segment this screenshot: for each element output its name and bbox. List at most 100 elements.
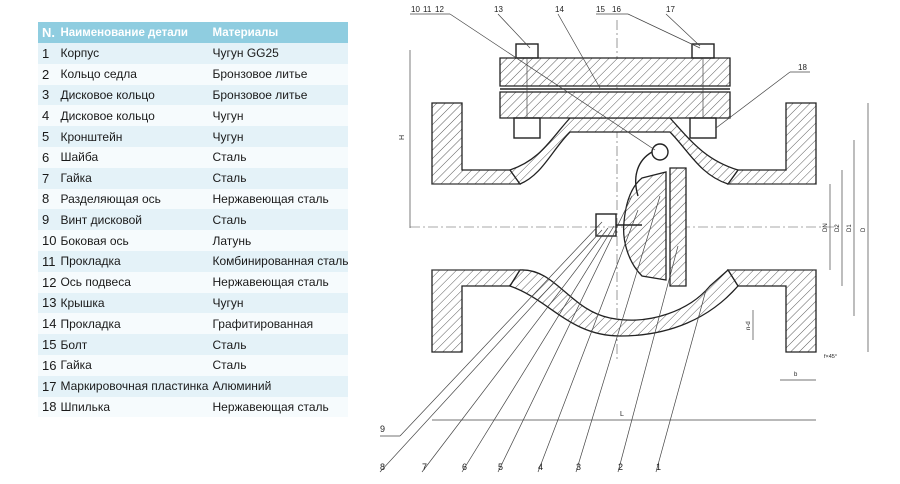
- part-number: 1: [38, 43, 57, 64]
- part-material: Чугун GG25: [208, 43, 349, 64]
- part-name: Болт: [56, 334, 209, 355]
- callout-9: 9: [380, 424, 385, 434]
- header-part-name: Наименование детали: [56, 22, 209, 43]
- part-name: Разделяющая ось: [56, 188, 209, 210]
- part-name: Прокладка: [56, 250, 209, 272]
- table-header-row: N. Наименование детали Материалы: [38, 22, 349, 43]
- callout-4: 4: [538, 462, 543, 472]
- dimension-flange-thickness: b: [794, 372, 798, 378]
- part-name: Шайба: [56, 146, 209, 168]
- part-material: Графитированная: [208, 313, 349, 335]
- part-material: Сталь: [208, 334, 349, 355]
- part-material: Алюминий: [208, 375, 349, 397]
- part-number: 12: [38, 271, 57, 293]
- part-material: Бронзовое литье: [208, 84, 349, 106]
- part-number: 13: [38, 292, 57, 314]
- bolt-left-top: [515, 43, 539, 59]
- part-material: Чугун: [208, 126, 349, 147]
- dimension-d1: D1: [847, 224, 853, 232]
- callout-5: 5: [498, 462, 503, 472]
- part-number: 16: [38, 354, 57, 376]
- part-number: 8: [38, 188, 57, 210]
- callout-18: 18: [798, 63, 807, 72]
- right-callout: 18: [715, 63, 810, 129]
- header-material: Материалы: [208, 22, 349, 43]
- part-number: 3: [38, 84, 57, 106]
- part-name: Кронштейн: [56, 126, 209, 147]
- part-number: 14: [38, 313, 57, 335]
- part-name: Кольцо седла: [56, 63, 209, 85]
- part-name: Маркировочная пластинка: [56, 375, 209, 397]
- part-material: Нержавеющая сталь: [208, 396, 349, 418]
- bolt-right-bottom: [689, 117, 717, 139]
- callout-10: 10: [411, 5, 420, 14]
- callout-7: 7: [422, 462, 427, 472]
- callout-11: 11: [423, 5, 432, 14]
- callout-3: 3: [576, 462, 581, 472]
- part-name: Крышка: [56, 292, 209, 314]
- part-material: Сталь: [208, 354, 349, 376]
- part-name: Дисковое кольцо: [56, 105, 209, 127]
- cover-lower-flange: [499, 91, 731, 119]
- cover: [499, 57, 731, 87]
- part-number: 11: [38, 250, 57, 272]
- callout-6: 6: [462, 462, 467, 472]
- dimension-height: H: [399, 135, 406, 140]
- part-number: 6: [38, 146, 57, 168]
- part-material: Чугун: [208, 292, 349, 314]
- callout-16: 16: [612, 5, 621, 14]
- part-material: Сталь: [208, 209, 349, 231]
- part-material: Нержавеющая сталь: [208, 188, 349, 210]
- part-material: Сталь: [208, 167, 349, 189]
- part-name: Винт дисковой: [56, 209, 209, 231]
- top-callouts: 10 11 12 13 14 15 16 17: [410, 5, 701, 151]
- right-flange-lower: [726, 269, 817, 353]
- part-number: 7: [38, 167, 57, 189]
- dimension-length: L: [620, 411, 624, 418]
- part-number: 9: [38, 209, 57, 231]
- callout-2: 2: [618, 462, 623, 472]
- part-number: 15: [38, 334, 57, 355]
- dimension-d2: D2: [835, 224, 841, 232]
- callout-14: 14: [555, 5, 564, 14]
- bolt-left-bottom: [513, 117, 541, 139]
- part-name: Шпилька: [56, 396, 209, 418]
- dimension-chamfer: f×45°: [824, 354, 837, 360]
- dimension-bolt-holes: n-d: [746, 321, 752, 330]
- part-name: Гайка: [56, 167, 209, 189]
- dimension-dn: DN: [823, 223, 829, 232]
- part-number: 5: [38, 126, 57, 147]
- valve-body-lower: [509, 269, 739, 337]
- part-name: Корпус: [56, 43, 209, 64]
- header-number: N.: [38, 22, 57, 43]
- dimension-d: D: [861, 227, 867, 232]
- valve-body-upper: [508, 117, 740, 185]
- part-material: Чугун: [208, 105, 349, 127]
- part-material: Латунь: [208, 230, 349, 251]
- disc: [622, 171, 667, 281]
- part-number: 17: [38, 375, 57, 397]
- callout-17: 17: [666, 5, 675, 14]
- callout-15: 15: [596, 5, 605, 14]
- part-name: Боковая ось: [56, 230, 209, 251]
- part-name: Ось подвеса: [56, 271, 209, 293]
- part-material: Комбинированная сталь: [208, 250, 349, 272]
- callout-12: 12: [435, 5, 444, 14]
- hinge-arm: [634, 151, 653, 197]
- part-material: Бронзовое литье: [208, 63, 349, 85]
- left-flange-lower: [431, 269, 522, 353]
